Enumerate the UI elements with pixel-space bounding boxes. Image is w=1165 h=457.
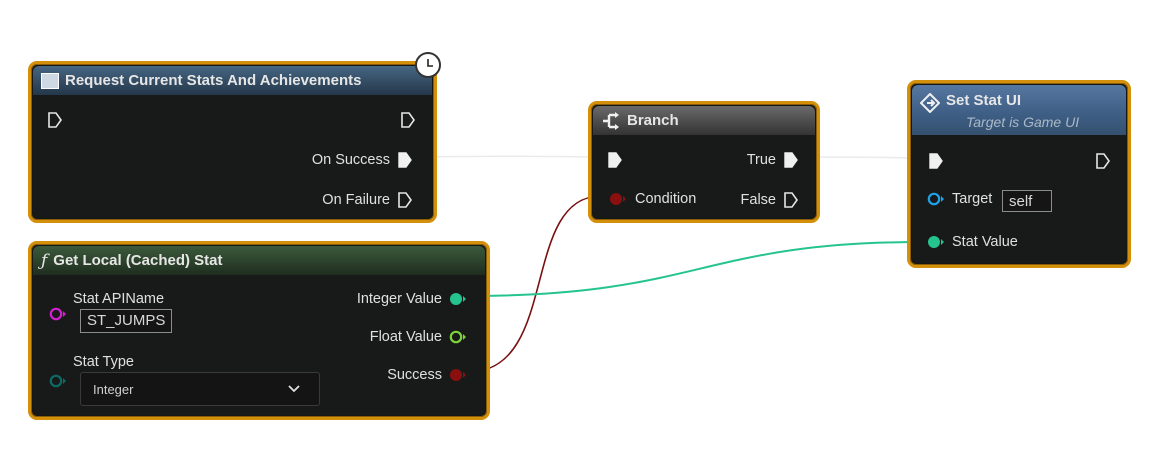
branch-header[interactable]: Branch	[593, 106, 815, 135]
string-pin-icon[interactable]	[49, 306, 67, 322]
exec-in-filled-pin-icon[interactable]	[928, 152, 944, 170]
target-default-value[interactable]: self	[1002, 190, 1052, 212]
on-failure-pin-row[interactable]: On Failure	[322, 191, 413, 209]
int-wire-integer-to-stat-value[interactable]	[467, 241, 923, 297]
float-value-label: Float Value	[369, 329, 442, 345]
stat-apiname-input[interactable]: ST_JUMPS	[80, 309, 173, 333]
get-local-stat-node[interactable]: ƒ Get Local (Cached) Stat Stat APIName S…	[28, 241, 490, 420]
float-pin-icon[interactable]	[449, 329, 467, 345]
exec-out-pin-icon[interactable]	[400, 111, 416, 129]
stat-apiname-label-row: Stat APIName	[73, 291, 164, 307]
exec-out-filled-pin-icon[interactable]	[783, 151, 799, 169]
condition-pin-row[interactable]: Condition	[609, 191, 696, 207]
on-success-pin-row[interactable]: On Success	[312, 151, 413, 169]
integer-value-pin-row[interactable]: Integer Value	[357, 291, 467, 307]
exec-out-pin-icon[interactable]	[397, 191, 413, 209]
stat-type-selected: Integer	[93, 381, 134, 397]
event-node-icon	[41, 72, 59, 89]
branch-icon	[603, 111, 619, 130]
function-call-icon	[920, 93, 940, 113]
integer-value-label: Integer Value	[356, 291, 442, 307]
set-stat-ui-header[interactable]: Set Stat UI Target is Game UI	[912, 85, 1126, 135]
exec-out-filled-pin-icon[interactable]	[397, 151, 413, 169]
chevron-down-icon	[288, 385, 300, 393]
set-stat-ui-node[interactable]: Set Stat UI Target is Game UI Target sel…	[907, 80, 1131, 268]
true-label: True	[746, 152, 776, 168]
branch-node[interactable]: Branch Condition True False	[588, 101, 820, 223]
get-local-stat-title: Get Local (Cached) Stat	[53, 252, 223, 269]
false-label: False	[740, 192, 776, 208]
latent-clock-icon	[415, 52, 441, 78]
stat-value-label: Stat Value	[952, 234, 1018, 250]
on-failure-label: On Failure	[322, 192, 390, 208]
stat-type-label: Stat Type	[73, 354, 134, 370]
success-pin-row[interactable]: Success	[387, 367, 467, 383]
exec-out-pin-icon[interactable]	[783, 191, 799, 209]
false-pin-row[interactable]: False	[741, 191, 799, 209]
target-label: Target	[952, 191, 993, 207]
stat-apiname-label: Stat APIName	[73, 291, 165, 307]
int-pin-connected-icon[interactable]	[927, 234, 945, 250]
target-pin-row[interactable]: Target	[927, 191, 992, 207]
request-stats-title: Request Current Stats And Achievements	[65, 72, 362, 89]
stat-type-label-row: Stat Type	[73, 354, 134, 370]
stat-value-pin-row[interactable]: Stat Value	[927, 234, 1018, 250]
condition-label: Condition	[635, 191, 697, 207]
stat-type-dropdown[interactable]: Integer	[80, 372, 320, 406]
exec-in-pin-icon[interactable]	[47, 111, 63, 129]
int-pin-connected-icon[interactable]	[449, 291, 467, 307]
request-stats-header[interactable]: Request Current Stats And Achievements	[33, 66, 432, 95]
bool-pin-connected-icon[interactable]	[449, 367, 467, 383]
get-local-stat-header[interactable]: ƒ Get Local (Cached) Stat	[33, 246, 485, 275]
set-stat-ui-subtitle: Target is Game UI	[966, 114, 1080, 130]
success-label: Success	[387, 367, 442, 383]
enum-pin-icon[interactable]	[49, 373, 67, 389]
true-pin-row[interactable]: True	[747, 151, 799, 169]
bool-pin-connected-icon[interactable]	[609, 191, 627, 207]
exec-wire-success-to-branch[interactable]	[419, 155, 597, 158]
object-pin-icon[interactable]	[927, 191, 945, 207]
function-f-icon: ƒ	[41, 250, 48, 271]
exec-in-filled-pin-icon[interactable]	[607, 151, 623, 169]
float-value-pin-row[interactable]: Float Value	[370, 329, 467, 345]
branch-title: Branch	[627, 112, 679, 129]
set-stat-ui-title: Set Stat UI	[946, 92, 1022, 109]
exec-out-pin-icon[interactable]	[1095, 152, 1111, 170]
request-stats-node[interactable]: Request Current Stats And Achievements O…	[28, 61, 437, 223]
on-success-label: On Success	[311, 152, 390, 168]
